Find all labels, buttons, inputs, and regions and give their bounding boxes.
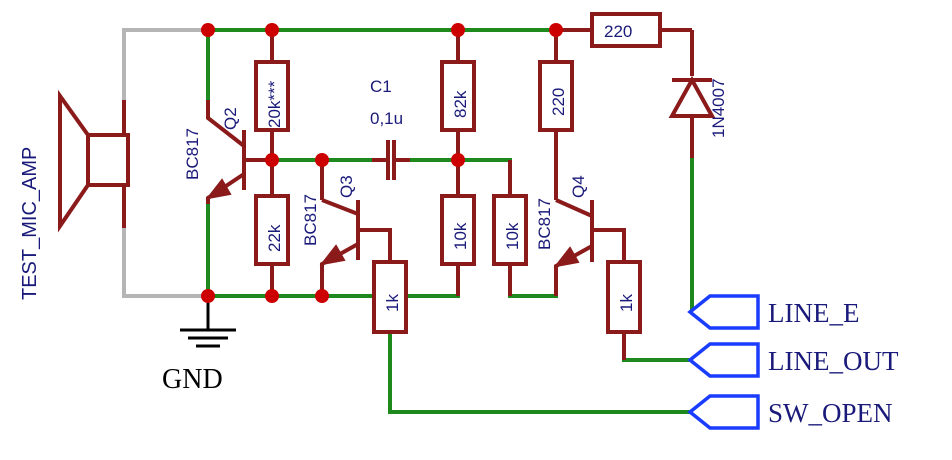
svg-text:22k: 22k bbox=[265, 224, 284, 252]
q2-type: BC817 bbox=[183, 128, 202, 180]
capacitor-c1 bbox=[372, 140, 410, 180]
svg-text:10k: 10k bbox=[451, 222, 470, 250]
resistor-20k: 20k*** bbox=[254, 60, 290, 132]
transistor-q3 bbox=[319, 198, 392, 296]
q4-ref: Q4 bbox=[569, 175, 588, 198]
c1-value: 0,1u bbox=[370, 109, 403, 128]
net-label-line-e: LINE_E bbox=[768, 298, 859, 328]
resistor-220-series: 220 bbox=[556, 12, 662, 48]
ground-symbol bbox=[180, 296, 236, 348]
q2-ref: Q2 bbox=[221, 107, 240, 130]
resistor-82k: 82k bbox=[440, 60, 476, 132]
resistor-10k-mid: 10k bbox=[440, 194, 476, 266]
q3-type: BC817 bbox=[301, 194, 320, 246]
transistor-q4 bbox=[553, 198, 626, 296]
svg-text:1k: 1k bbox=[617, 294, 636, 312]
resistor-22k: 22k bbox=[254, 194, 290, 266]
junction-dots bbox=[201, 23, 563, 303]
net-port-line-out bbox=[687, 342, 760, 378]
resistor-10k-right: 10k bbox=[492, 194, 528, 266]
resistor-1k-q4: 1k bbox=[606, 260, 642, 334]
q4-type: BC817 bbox=[535, 198, 554, 250]
q3-ref: Q3 bbox=[337, 175, 356, 198]
diode-label: 1N4007 bbox=[709, 78, 728, 138]
net-label-line-out: LINE_OUT bbox=[768, 346, 899, 376]
resistor-1k-q3: 1k bbox=[372, 260, 408, 334]
net-port-sw-open bbox=[687, 394, 760, 430]
gnd-label: GND bbox=[162, 364, 223, 395]
svg-text:82k: 82k bbox=[451, 90, 470, 118]
net-label-sw-open: SW_OPEN bbox=[768, 398, 893, 428]
svg-text:1k: 1k bbox=[383, 294, 402, 312]
c1-ref: C1 bbox=[370, 77, 392, 96]
svg-text:220: 220 bbox=[604, 22, 632, 41]
svg-text:20k***: 20k*** bbox=[265, 80, 284, 128]
net-port-line-e bbox=[687, 294, 760, 330]
transistor-q2 bbox=[205, 100, 272, 204]
mic-label: TEST_MIC_AMP bbox=[19, 147, 41, 300]
svg-text:220: 220 bbox=[549, 88, 568, 116]
mic-speaker-symbol bbox=[58, 28, 208, 298]
diode-1n4007 bbox=[668, 75, 716, 118]
svg-text:10k: 10k bbox=[503, 222, 522, 250]
resistor-220-q4: 220 bbox=[538, 60, 574, 132]
